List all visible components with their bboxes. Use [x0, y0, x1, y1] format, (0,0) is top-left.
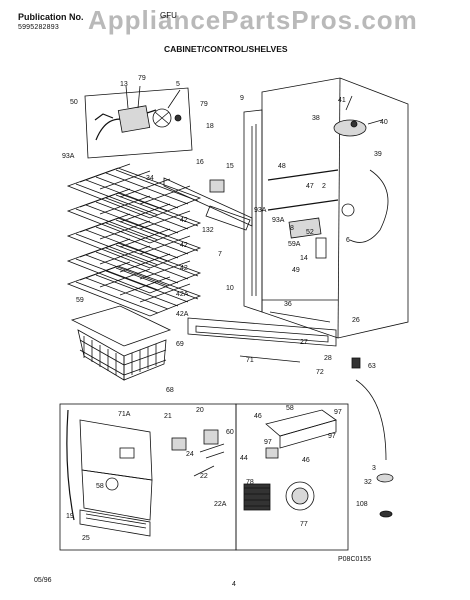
publication-number: 5995282893	[18, 24, 59, 31]
callout-93a-mid: 93A	[254, 207, 267, 214]
callout-34: 34	[146, 175, 154, 182]
leveling-leg	[351, 357, 394, 518]
callout-32: 32	[364, 479, 372, 486]
callout-41: 41	[338, 97, 346, 104]
callout-97-a: 97	[334, 409, 342, 416]
callout-16: 16	[196, 159, 204, 166]
figure-id: P08C0155	[338, 556, 372, 563]
callout-18: 18	[206, 123, 214, 130]
callout-58: 58	[96, 483, 104, 490]
callout-48: 48	[278, 163, 286, 170]
watermark: AppliancePartsPros.com	[88, 5, 418, 35]
callout-8: 8	[290, 225, 294, 232]
callout-108: 108	[356, 501, 368, 508]
callout-60: 60	[226, 429, 234, 436]
callout-2: 2	[322, 183, 326, 190]
callout-71: 71	[246, 357, 254, 364]
callout-42-c: 42	[180, 265, 188, 272]
callout-9: 9	[240, 95, 244, 102]
callout-71A: 71A	[118, 411, 131, 418]
control-rail	[163, 177, 253, 231]
callout-42-a: 42	[180, 217, 188, 224]
callout-50: 50	[70, 99, 78, 106]
callout-72: 72	[316, 369, 324, 376]
callout-38: 38	[312, 115, 320, 122]
callout-47: 47	[306, 183, 314, 190]
model-number: GFU	[160, 11, 177, 20]
callout-14: 14	[300, 255, 308, 262]
fan-motor-assembly	[84, 85, 193, 159]
callout-39: 39	[374, 151, 382, 158]
defrost-timer-inset	[235, 403, 349, 551]
callout-7: 7	[218, 251, 222, 258]
callout-52: 52	[306, 229, 314, 236]
callout-44: 44	[240, 455, 248, 462]
callout-46b: 46	[302, 457, 310, 464]
callout-labels: 13 79 5 50 79 93A 9 41 38 40 39 18 16 15…	[62, 75, 388, 542]
publication-label: Publication No.	[18, 12, 84, 22]
callout-77: 77	[300, 521, 308, 528]
callout-21: 21	[164, 413, 172, 420]
callout-36: 36	[284, 301, 292, 308]
callout-3: 3	[372, 465, 376, 472]
callout-27: 27	[300, 339, 308, 346]
callout-42-b: 42	[180, 242, 188, 249]
callout-42A-2: 42A	[176, 311, 189, 318]
callout-6: 6	[346, 237, 350, 244]
freezer-cabinet	[243, 77, 409, 339]
control-panel-inset	[59, 403, 237, 551]
callout-26: 26	[352, 317, 360, 324]
revision-date: 05/96	[34, 577, 52, 584]
callout-78: 78	[246, 479, 254, 486]
callout-10: 10	[226, 285, 234, 292]
callout-132: 132	[202, 227, 214, 234]
callout-22A: 22A	[214, 501, 227, 508]
callout-69: 69	[176, 341, 184, 348]
callout-25: 25	[82, 535, 90, 542]
callout-42A-1: 42A	[176, 291, 189, 298]
callout-63: 63	[368, 363, 376, 370]
callout-59a: 59A	[288, 241, 301, 248]
page-number: 4	[232, 581, 236, 588]
callout-5: 5	[176, 81, 180, 88]
callout-97-c: 97	[328, 433, 336, 440]
callout-59: 59	[76, 297, 84, 304]
callout-49: 49	[292, 267, 300, 274]
wire-shelves	[66, 163, 202, 317]
callout-97-b: 97	[264, 439, 272, 446]
callout-79: 79	[138, 75, 146, 82]
callout-20: 20	[196, 407, 204, 414]
callout-93a-top: 93A	[62, 153, 75, 160]
callout-79b: 79	[200, 101, 208, 108]
callout-58b: 58	[286, 405, 294, 412]
callout-19: 19	[66, 513, 74, 520]
callout-46: 46	[254, 413, 262, 420]
callout-13: 13	[120, 81, 128, 88]
callout-28: 28	[324, 355, 332, 362]
freezer-basket	[70, 305, 172, 381]
section-title: CABINET/CONTROL/SHELVES	[164, 44, 288, 54]
callout-24: 24	[186, 451, 194, 458]
callout-22: 22	[200, 473, 208, 480]
toe-grille	[187, 317, 337, 363]
callout-68: 68	[166, 387, 174, 394]
callout-40: 40	[380, 119, 388, 126]
callout-93a-mid2: 93A	[272, 217, 285, 224]
callout-15: 15	[226, 163, 234, 170]
